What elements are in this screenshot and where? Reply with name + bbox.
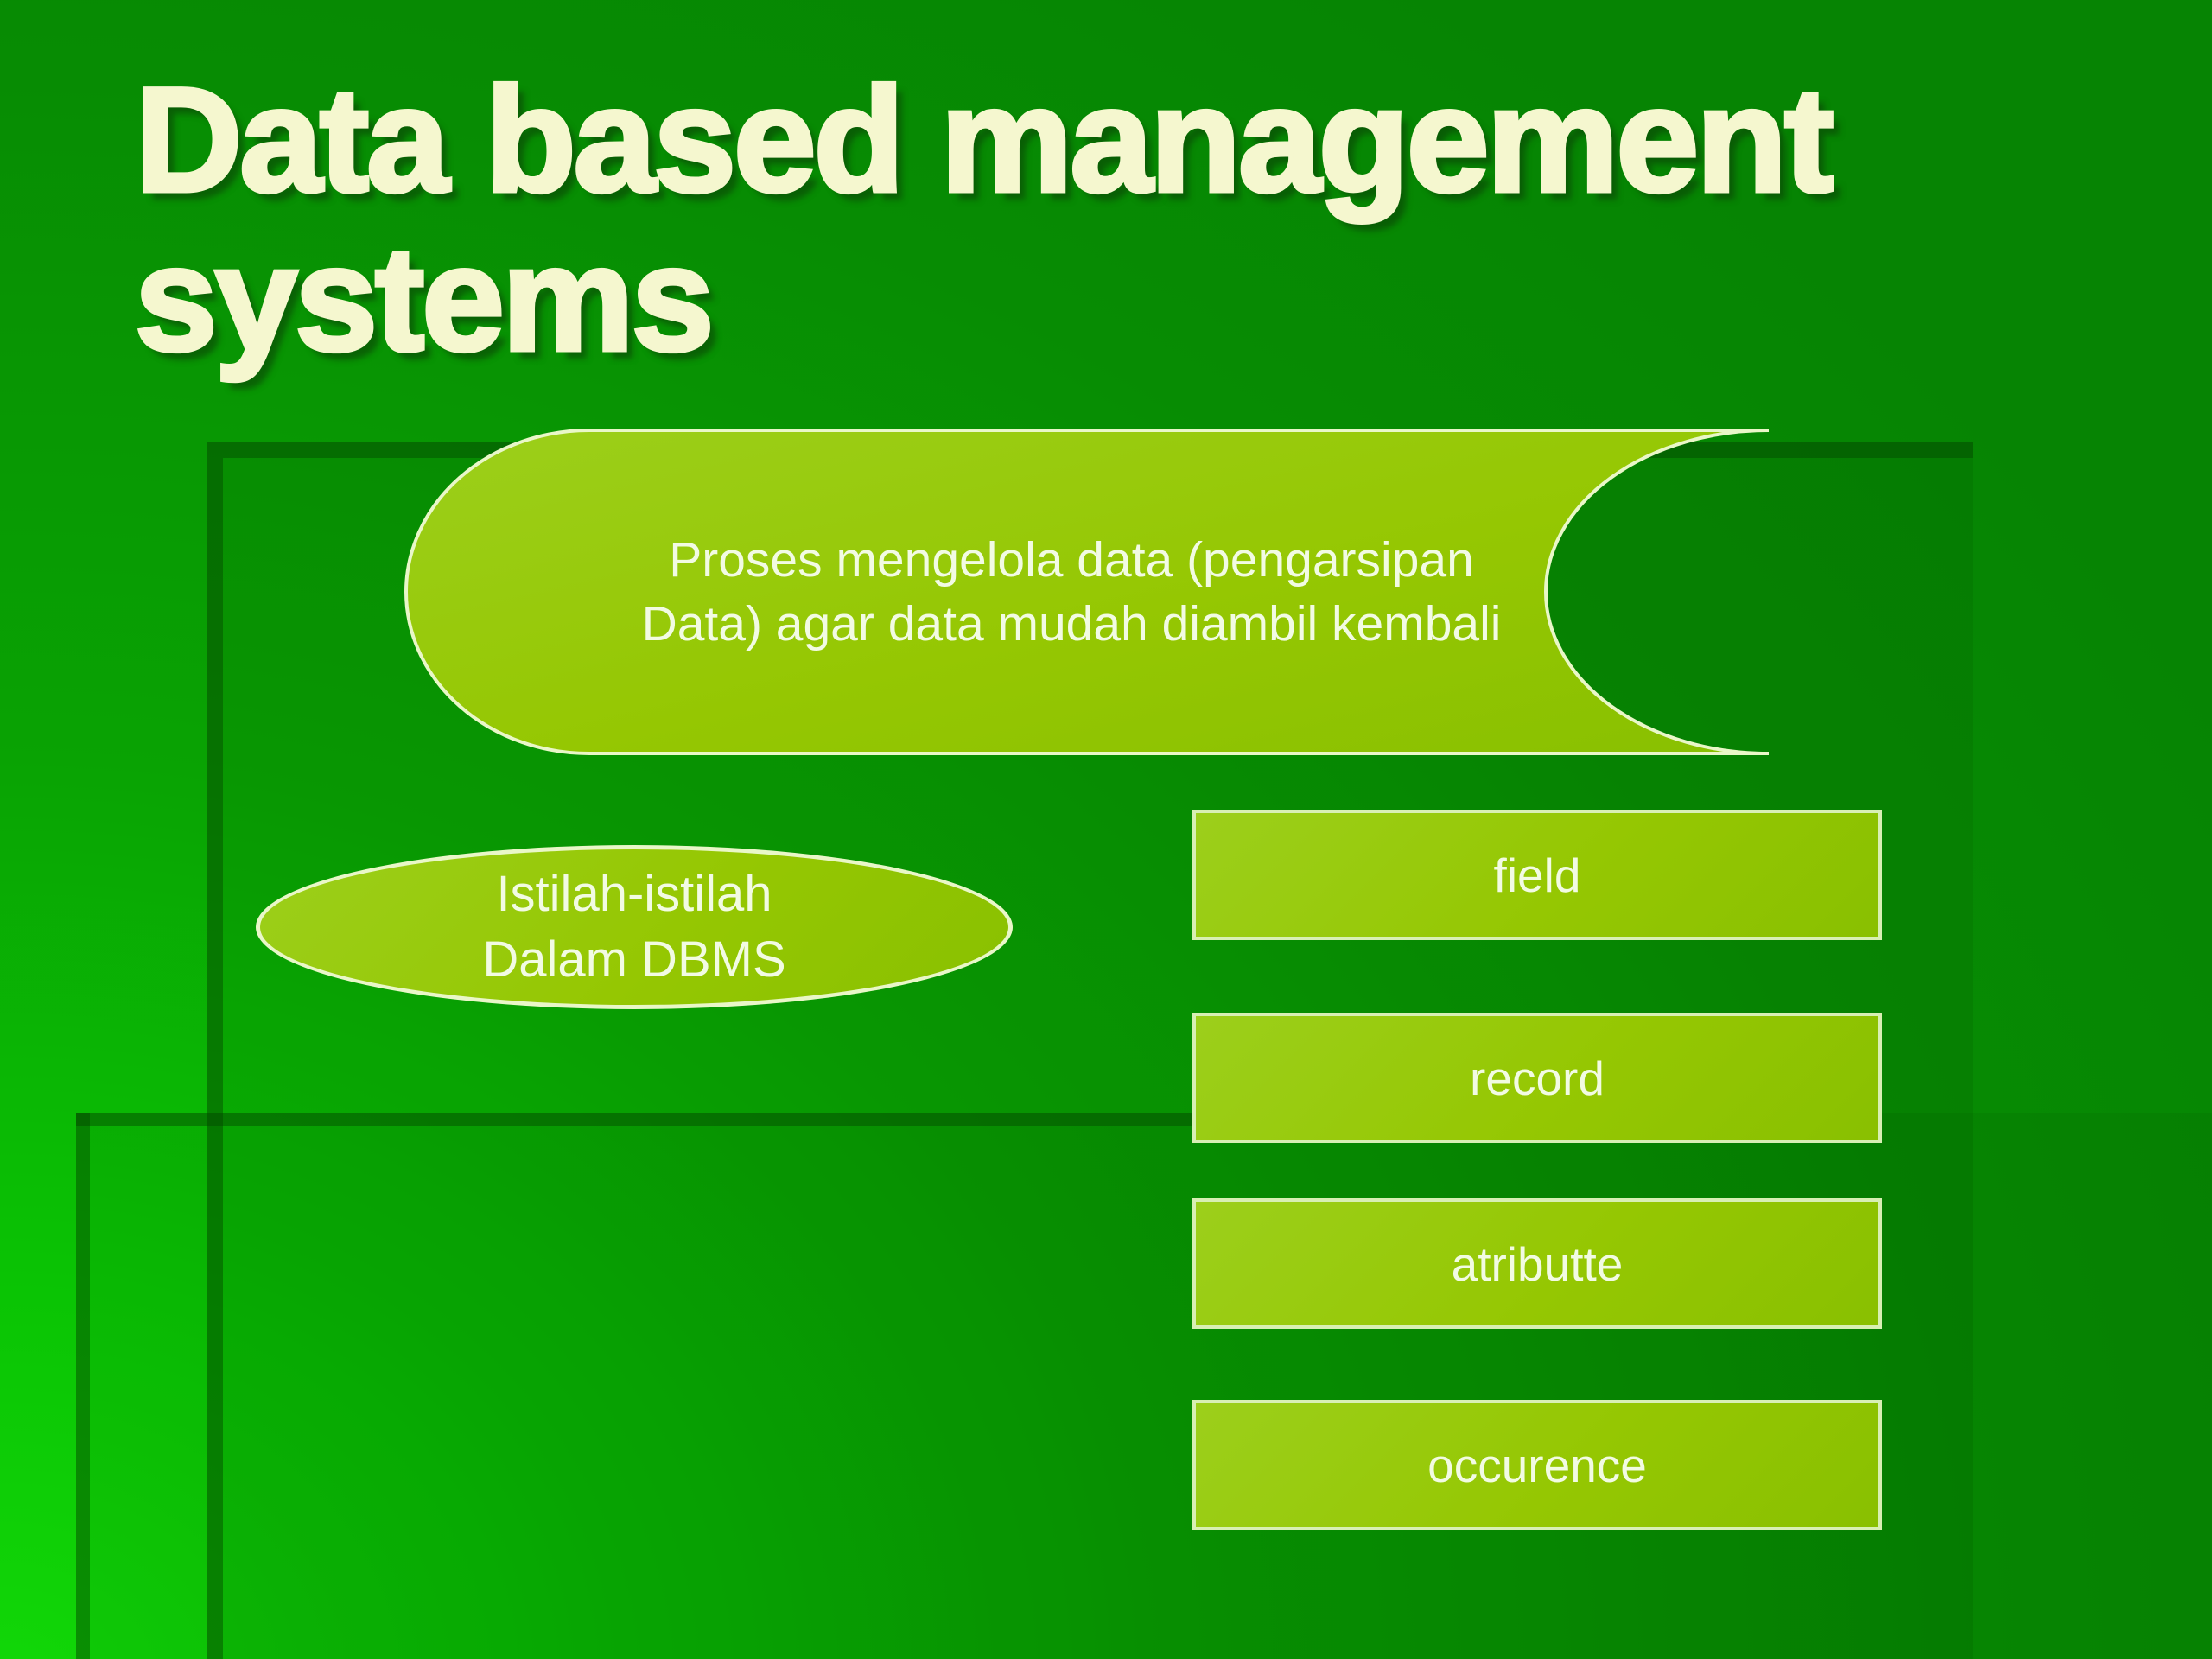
dbms-terms-ellipse: Istilah-istilah Dalam DBMS xyxy=(256,845,1013,1009)
term-box-occurence-label: occurence xyxy=(1427,1438,1647,1492)
term-box-atributte-label: atributte xyxy=(1451,1236,1624,1291)
term-box-occurence: occurence xyxy=(1192,1400,1882,1530)
dbms-terms-ellipse-line1: Istilah-istilah xyxy=(496,866,772,922)
term-box-record-label: record xyxy=(1470,1051,1605,1105)
background-panel-lower-edge xyxy=(76,1113,1203,1126)
term-box-field: field xyxy=(1192,810,1882,940)
background-panel-lower xyxy=(76,1113,2212,1659)
process-bubble-caption: Proses mengelola data (pengarsipan Data)… xyxy=(467,430,1676,753)
term-box-field-label: field xyxy=(1493,848,1581,902)
dbms-terms-ellipse-line2: Dalam DBMS xyxy=(482,931,786,988)
process-bubble-caption-line1: Proses mengelola data (pengarsipan xyxy=(669,532,1474,588)
slide-title-line1: Data based management xyxy=(133,57,1836,223)
slide-title-line2: systems xyxy=(133,216,717,382)
term-box-record: record xyxy=(1192,1013,1882,1143)
slide-title: Data based management systems xyxy=(133,57,2122,382)
term-box-atributte: atributte xyxy=(1192,1198,1882,1329)
process-bubble-caption-line2: Data) agar data mudah diambil kembali xyxy=(641,596,1502,652)
